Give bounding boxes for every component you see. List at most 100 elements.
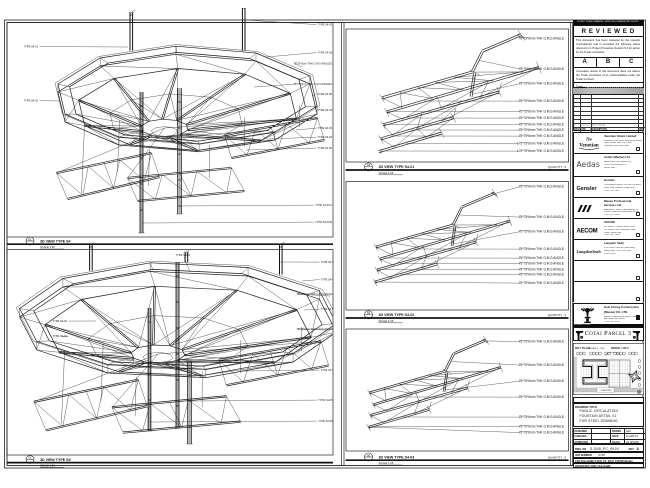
view-sheet-ref: -	[30, 460, 31, 464]
info-cell-value: AS SHOWN	[625, 440, 645, 446]
engineer-logo	[576, 200, 603, 218]
party-address-line: T 852 2521 2005	[604, 189, 620, 192]
venetian-logo-word: Venetian	[579, 142, 599, 148]
revision-row	[573, 99, 643, 104]
party-address-line: Macau SAR	[604, 166, 615, 169]
party-address-line: Hong Kong, T 852 2830 3500,	[604, 249, 632, 252]
approval-checkbox	[636, 233, 641, 238]
callout-label: 75*75*6mm THK G.M.S ANGLE	[519, 230, 564, 234]
revision-table-header: REV DATE DESCRIPTION APP	[574, 128, 645, 132]
viewport-a	[6, 22, 334, 238]
party-block-spare-1	[572, 260, 644, 282]
post-members	[129, 8, 246, 233]
cad-file-value: CAD FILE NAME S-SUB_PC_SK04_FOUNTAIN.dwg	[575, 459, 633, 463]
callout-label: 75*75*6mm THK G.M.S ANGLE	[519, 262, 564, 266]
callouts-b-top: TYPE S4-03	[176, 253, 191, 273]
bracing-lines	[54, 9, 325, 234]
revision-row	[573, 116, 643, 121]
callout-label: TYPE S4-03	[318, 108, 333, 112]
view-title: 3D VIEW TYPE S4	[40, 239, 71, 243]
info-cell-value: -	[592, 439, 611, 445]
view-quantity: QUANTITY : 4	[548, 313, 566, 317]
party-address-line: Avenida Comercial de Macau 251A-301,	[604, 315, 641, 318]
stamp-date-row: Date :	[574, 83, 643, 89]
job-number-label: JOB NUMBER	[575, 454, 592, 457]
project-title: Cotai Parcel 3	[572, 326, 644, 341]
callout-label: L75*75*6mm THK G.M.S ANGLE	[517, 142, 564, 146]
party-block-spare-2	[572, 281, 644, 303]
revision-row	[573, 103, 643, 108]
stamp-grade-a: A	[574, 58, 597, 68]
callout-label: TYPE S4-05	[318, 146, 333, 150]
aedas-logo-word: Aedas	[576, 160, 599, 169]
gensler-logo-word: Gensler	[576, 186, 597, 192]
revision-row	[573, 112, 643, 116]
view-quantity: QUANTITY : 4	[548, 165, 566, 169]
view-sheet-ref: -	[368, 167, 369, 171]
stamp-body-2: Consultant review of this document does …	[573, 68, 643, 83]
party-address-line: China Law Building 21/F,	[604, 163, 627, 166]
party-name: Langdon Seah	[604, 241, 624, 246]
callout-label: TYPE S4-05 B	[318, 398, 335, 402]
steel-members	[19, 262, 333, 434]
callout-label: 75*75*6mm THK G.M.S ANGLE	[519, 82, 564, 86]
checked-value: -	[593, 435, 594, 438]
viewport-m3	[345, 328, 569, 452]
contractor-logo-art	[580, 306, 594, 323]
revision-col-app: APP	[638, 128, 643, 132]
info-cell-value: 12-APR-10	[625, 434, 645, 440]
key-plan-label: KEY PLAN	[575, 346, 590, 350]
callout-label: TYPE S4-01	[321, 260, 336, 264]
revision-row	[573, 95, 643, 100]
callout-label: 75*75*6mm THK G.M.S ANGLE	[519, 134, 564, 138]
revision-entry-rev: A	[574, 124, 576, 128]
info-cell-value	[592, 428, 611, 434]
approval-checkbox	[636, 212, 641, 217]
drawing-title-line-2: FOUNTAIN DETAIL 01	[579, 414, 617, 419]
project-title-bar: PROJECT TITLE	[572, 323, 644, 327]
key-plan-parcel: PARCEL 1 OF 3	[611, 347, 629, 350]
revision-table: A 12.04.10 FIRST ISSUE REV DATE DESCRIPT…	[572, 93, 645, 133]
project-title-text: Cotai Parcel 3	[584, 330, 632, 338]
bolt-holes	[379, 33, 537, 154]
callout-label: 75*75*6mm THK G.M.S ANGLE	[519, 431, 564, 435]
scale-label: SCALE	[612, 440, 621, 444]
reference-value: REFERENCE XREF FILE NAME	[575, 464, 611, 468]
party-text: Aedas (Macau) Ltd.Avenida da Praia Grand…	[604, 156, 642, 169]
contractor-seal	[635, 315, 640, 320]
key-plan-building-star	[627, 369, 641, 383]
party-address-line: F 2833 5939	[604, 252, 616, 255]
callout-label: TYPE S4-03	[321, 307, 336, 311]
drawing-title-line-1: PUBLIC CIRCULATION	[579, 409, 619, 414]
bracing-lines	[366, 335, 503, 432]
ornament-left-icon	[575, 328, 584, 341]
party-address-line: Kwun Tong, Kowloon, Hong Kong	[604, 186, 635, 189]
view-girder-s4-02	[372, 188, 513, 287]
revision-col-rev: REV	[574, 128, 580, 132]
viewport-m1	[345, 28, 569, 163]
party-address-line: 8/F, Tower 2, Grand Central Plaza,	[604, 226, 636, 229]
callout-label: TYPE S4-03	[318, 23, 333, 27]
party-address-line: 25/F Pacific Place 88 Queensway,	[604, 247, 636, 250]
stamp-grade-c: C	[629, 59, 634, 66]
view-number: 04	[367, 311, 371, 315]
view-scale: SCALE 1:25	[379, 319, 394, 323]
callout-label: 75*75*6mm THK G.M.S ANGLES	[293, 62, 332, 66]
venetian-logo-the: The	[585, 136, 592, 141]
callout-label: TYPE S4-05	[318, 92, 333, 96]
revision-entry: A 12.04.10 FIRST ISSUE	[573, 124, 645, 129]
party-address-line: Taipa, Macau SAR, P.R. China	[604, 142, 632, 145]
info-cell-label: SCALE	[611, 439, 625, 445]
job-number-row: JOB NUMBER 0728	[572, 452, 644, 458]
key-plan-road-label: COTAI STRIP	[599, 389, 611, 392]
plot-note-bar: DO NOT SCALE DRAWING. VERIFY ALL DIMENSI…	[572, 20, 644, 25]
info-cell-value: -	[592, 434, 611, 440]
approved-label: APPROVED	[574, 440, 588, 444]
